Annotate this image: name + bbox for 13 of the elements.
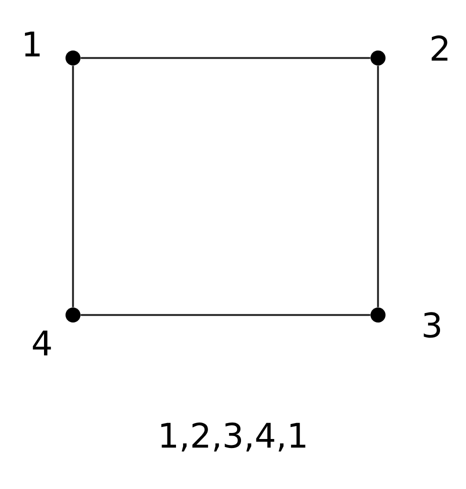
vertex-dot: [66, 50, 80, 66]
edge-line: [80, 314, 370, 316]
vertex-dot: [370, 50, 386, 66]
vertex-label: 2: [432, 35, 448, 61]
edge-line: [72, 66, 74, 308]
vertex-label: 4: [32, 330, 51, 356]
vertex-label: 3: [424, 312, 440, 338]
vertex-dot: [370, 308, 386, 322]
sequence-label: 1,2,3,4,1: [161, 422, 306, 452]
vertex-label: 1: [24, 32, 40, 56]
vertex-dot: [66, 308, 80, 322]
edge-line: [80, 57, 370, 59]
edge-line: [377, 66, 379, 308]
